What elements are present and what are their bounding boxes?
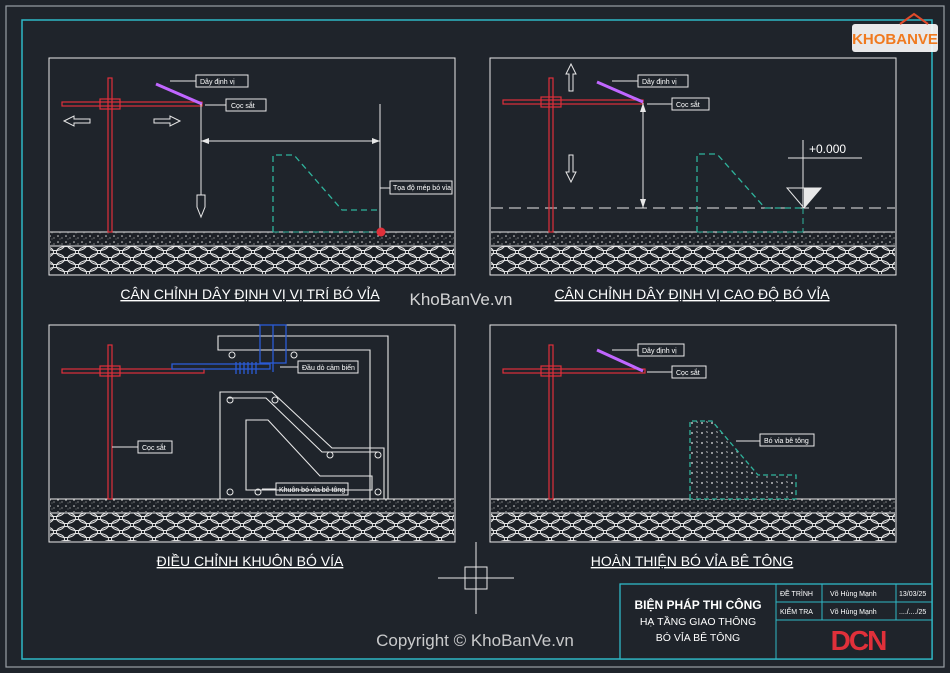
curb-outline: [696, 153, 803, 232]
iron-stake: [502, 344, 646, 500]
positioning-wire: [596, 348, 644, 373]
panel-4: Dây định vị Cọc sắt Bó vỉa bê tông: [489, 324, 897, 543]
brand-logo: KHOBANVE: [852, 12, 938, 52]
label-stake: Cọc sắt: [142, 443, 166, 452]
iron-stake: [61, 344, 205, 500]
crosshair-icon: [438, 542, 514, 614]
panel-3-title: ĐIỀU CHỈNH KHUÔN BÓ VÍA: [157, 553, 344, 569]
stone-layer: [50, 513, 454, 541]
positioning-wire: [596, 80, 644, 104]
house-icon: [899, 12, 929, 25]
stone-layer: [491, 246, 895, 274]
iron-stake: [61, 77, 203, 233]
date-check: ..../..../25: [899, 609, 926, 616]
gravel-layer: [491, 499, 895, 512]
stone-layer: [491, 513, 895, 541]
label-sensor: Đầu dò cảm biến: [302, 363, 355, 372]
gravel-layer: [50, 232, 454, 245]
label-curb: Bó vỉa bê tông: [764, 437, 809, 445]
panel-2-title: CÂN CHỈNH DÂY ĐỊNH VỊ CAO ĐỘ BÓ VỈA: [554, 286, 830, 302]
label-stake: Cọc sắt: [231, 101, 255, 110]
outer-frame: [5, 5, 945, 668]
left-arrow-icon: [62, 115, 91, 127]
panel-4-title: HOÀN THIỆN BÓ VỈA BÊ TÔNG: [591, 553, 794, 569]
label-stake: Cọc sắt: [676, 100, 700, 109]
company-logo: DCN: [831, 625, 886, 656]
center-watermark: KhoBanVe.vn: [409, 290, 512, 309]
role-submit: ĐỀ TRÌNH: [780, 588, 813, 598]
name-submit: Võ Hùng Mạnh: [830, 591, 877, 598]
title-line-2: HẠ TẦNG GIAO THÔNG: [640, 615, 756, 628]
copyright-watermark: Copyright © KhoBanVe.vn: [376, 631, 574, 650]
title-block: BIỆN PHÁP THI CÔNG HẠ TẦNG GIAO THÔNG BÓ…: [619, 583, 933, 660]
label-edge: Tọa độ mép bó vỉa: [393, 184, 451, 192]
panel-1: Dây định vị Cọc sắt Tọa độ mép bó vỉa: [48, 57, 456, 276]
label-mold: Khuôn bó vỉa bê tông: [279, 486, 345, 494]
title-line-1: BIỆN PHÁP THI CÔNG: [634, 597, 761, 612]
panel-2: +0.000 Dây định vị Cọc sắt: [489, 57, 897, 276]
label-wire: Dây định vị: [642, 348, 677, 355]
concrete-curb: [689, 420, 797, 500]
name-check: Võ Hùng Mạnh: [830, 609, 877, 616]
up-arrow-icon: [565, 62, 577, 92]
edge-point-icon: [376, 227, 386, 237]
label-wire: Dây định vị: [642, 79, 677, 86]
curb-outline: [272, 154, 380, 232]
role-check: KIỂM TRA: [780, 607, 813, 616]
down-arrow-icon: [565, 154, 577, 184]
plumb-bob-icon: [196, 194, 206, 219]
inner-frame: [21, 19, 933, 660]
gravel-layer: [491, 232, 895, 245]
curb-mold: [217, 335, 389, 500]
right-arrow-icon: [153, 115, 182, 127]
title-line-3: BÓ VỈA BÊ TÔNG: [656, 631, 740, 644]
panel-3: Đầu dò cảm biến Cọc sắt Khuôn bó vỉa bê …: [48, 324, 456, 543]
gravel-layer: [50, 499, 454, 512]
label-elevation: +0.000: [809, 142, 846, 156]
panel-1-title: CÂN CHỈNH DÂY ĐỊNH VỊ VỊ TRÍ BÓ VỈA: [120, 286, 380, 302]
brand-text: KHOBANVE: [852, 31, 938, 48]
label-stake: Cọc sắt: [676, 368, 700, 377]
sensor-probe: [171, 324, 287, 374]
stone-layer: [50, 246, 454, 274]
date-submit: 13/03/25: [899, 591, 926, 598]
positioning-wire: [155, 82, 203, 106]
bolt-holes: [226, 351, 382, 496]
label-wire: Dây định vị: [200, 79, 235, 86]
